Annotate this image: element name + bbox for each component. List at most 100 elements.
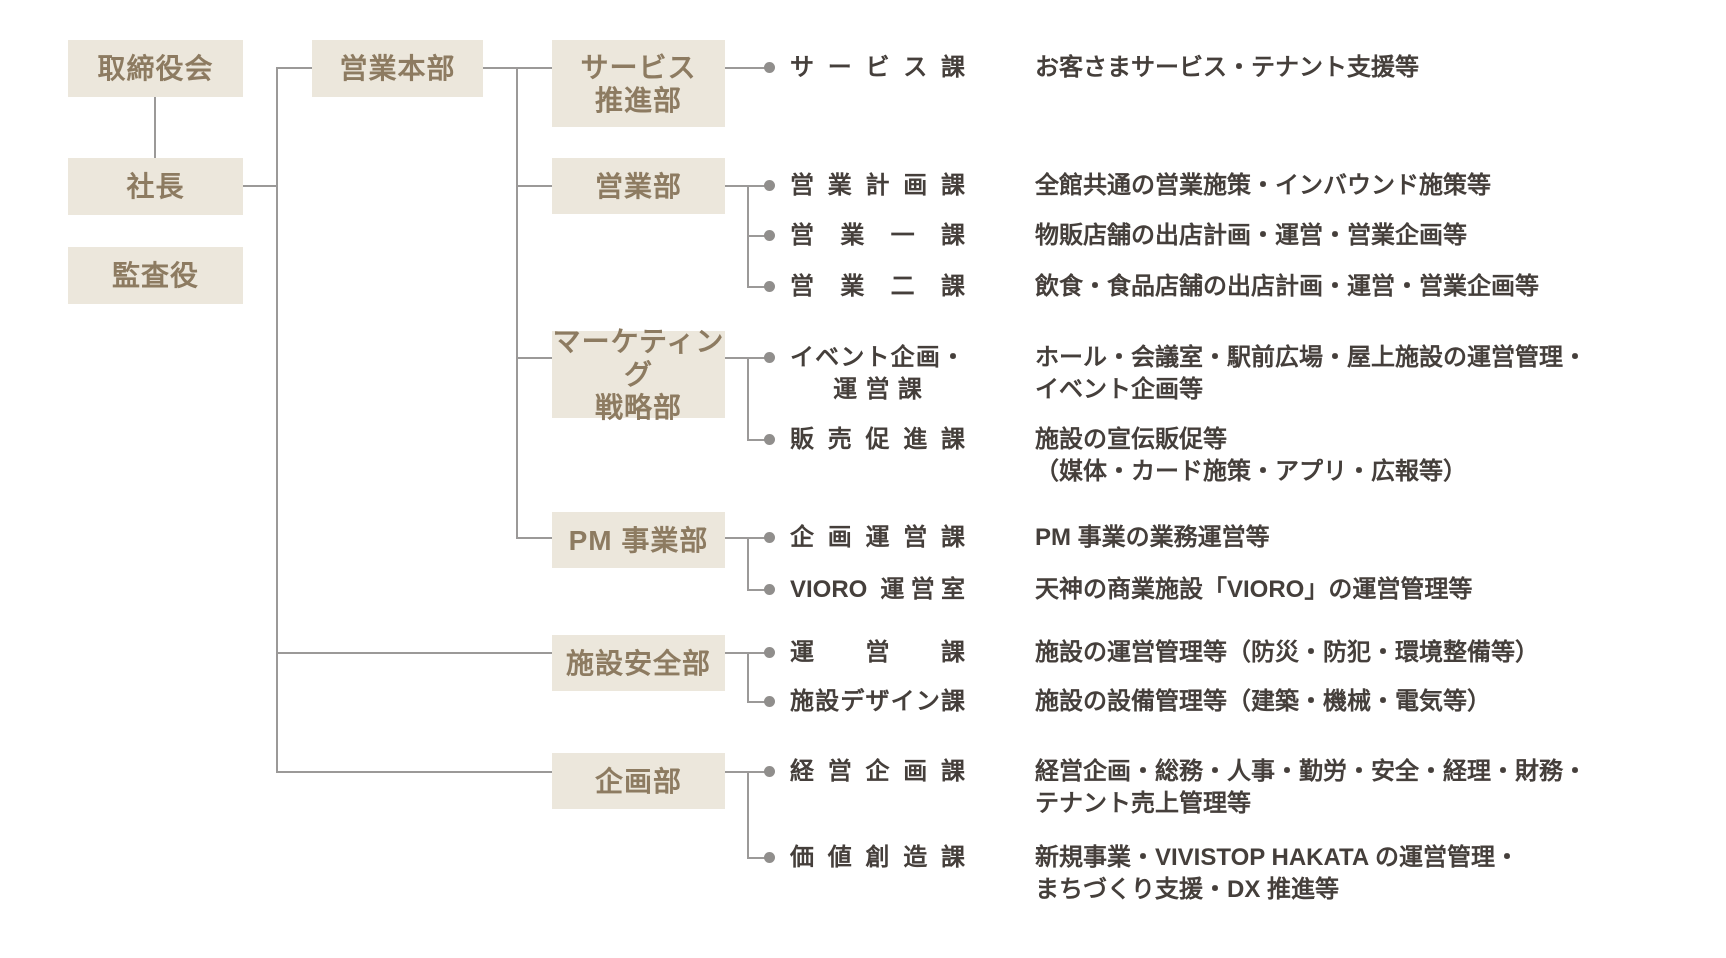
section-desc-line: 飲食・食品店舗の出店計画・運営・営業企画等: [1035, 273, 1539, 300]
section-desc-value-creation: 新規事業・VIVISTOP HAKATA の運営管理・ まちづくり支援・DX 推…: [1035, 842, 1705, 906]
box-auditor-label: 監査役: [111, 260, 199, 291]
junction-dot: [764, 696, 775, 707]
section-desc-line: 経営企画・総務・人事・勤労・安全・経理・財務・: [1035, 758, 1587, 785]
connector-line: [276, 67, 278, 773]
dept-label-line: 推進部: [594, 84, 682, 116]
dept-label-line: マーケティング: [552, 326, 725, 390]
section-name-service: サービス課: [790, 52, 965, 84]
box-dept-service-promotion: サービス 推進部: [552, 40, 725, 127]
junction-dot: [764, 766, 775, 777]
section-desc-line: まちづくり支援・DX 推進等: [1035, 876, 1340, 903]
section-desc-sales-planning: 全館共通の営業施策・インバウンド施策等: [1035, 170, 1705, 202]
section-desc-vioro: 天神の商業施設「VIORO」の運営管理等: [1035, 574, 1705, 606]
box-dept-sales: 営業部: [552, 158, 725, 214]
junction-dot: [764, 434, 775, 445]
connector-line: [243, 185, 277, 187]
section-name-text: 販売促進課: [790, 426, 965, 453]
junction-dot: [764, 852, 775, 863]
box-auditor: 監査役: [68, 247, 243, 304]
junction-dot: [764, 352, 775, 363]
box-president: 社長: [68, 158, 243, 215]
section-name-sales-two: 営業二課: [790, 271, 965, 303]
box-board-label: 取締役会: [97, 53, 214, 84]
section-name-event-planning: イベント企画・ 運営課: [790, 342, 965, 406]
connector-line: [748, 589, 766, 591]
section-name-operation: 運営課: [790, 637, 965, 669]
connector-line: [517, 537, 552, 539]
dept-label-line: 営業部: [594, 170, 682, 202]
connector-line: [725, 67, 766, 69]
section-desc-line: 新規事業・VIVISTOP HAKATA の運営管理・: [1035, 844, 1520, 871]
box-dept-pm-business: PM 事業部: [552, 512, 725, 568]
section-desc-corporate-planning: 経営企画・総務・人事・勤労・安全・経理・財務・ テナント売上管理等: [1035, 756, 1705, 820]
section-name-text: サービス課: [790, 54, 965, 81]
connector-line: [748, 439, 766, 441]
section-desc-line: （媒体・カード施策・アプリ・広報等）: [1035, 458, 1467, 485]
section-desc-line: 施設の宣伝販促等: [1035, 426, 1227, 453]
section-desc-sales-promotion: 施設の宣伝販促等 （媒体・カード施策・アプリ・広報等）: [1035, 424, 1705, 488]
section-desc-event-planning: ホール・会議室・駅前広場・屋上施設の運営管理・ イベント企画等: [1035, 342, 1705, 406]
connector-line: [725, 652, 766, 654]
junction-dot: [764, 532, 775, 543]
section-desc-line: 天神の商業施設「VIORO」の運営管理等: [1035, 576, 1473, 603]
section-desc-facility-design: 施設の設備管理等（建築・機械・電気等）: [1035, 686, 1705, 718]
dept-label-line: サービス: [580, 51, 697, 83]
dept-label-line: 戦略部: [594, 392, 682, 423]
connector-line: [154, 97, 156, 158]
section-desc-service: お客さまサービス・テナント支援等: [1035, 52, 1705, 84]
section-desc-line: テナント売上管理等: [1035, 790, 1251, 817]
dept-label-line: 施設安全部: [565, 647, 711, 679]
section-desc-planning-operation: PM 事業の業務運営等: [1035, 522, 1705, 554]
junction-dot: [764, 584, 775, 595]
section-name-text: 営業計画課: [790, 172, 965, 199]
section-name-text: VIORO 運営室: [790, 576, 965, 603]
section-name-text: 施設デザイン課: [790, 688, 965, 715]
box-sales-hq-label: 営業本部: [339, 53, 456, 84]
section-name-sales-promotion: 販売促進課: [790, 424, 965, 456]
section-desc-line: イベント企画等: [1035, 376, 1203, 403]
section-name-facility-design: 施設デザイン課: [790, 686, 965, 718]
section-desc-line: ホール・会議室・駅前広場・屋上施設の運営管理・: [1035, 344, 1587, 371]
connector-line: [748, 701, 766, 703]
connector-line: [748, 286, 766, 288]
junction-dot: [764, 647, 775, 658]
junction-dot: [764, 180, 775, 191]
section-name-vioro: VIORO 運営室: [790, 574, 965, 606]
box-dept-facility-safety: 施設安全部: [552, 635, 725, 691]
section-desc-line: お客さまサービス・テナント支援等: [1035, 54, 1419, 81]
connector-line: [725, 185, 766, 187]
section-name-planning-operation: 企画運営課: [790, 522, 965, 554]
section-name-text: 企画運営課: [790, 524, 965, 551]
section-name-text: 経営企画課: [790, 758, 965, 785]
section-desc-line: 全館共通の営業施策・インバウンド施策等: [1035, 172, 1491, 199]
section-desc-line: 施設の運営管理等（防災・防犯・環境整備等）: [1035, 639, 1539, 666]
box-president-label: 社長: [126, 171, 185, 202]
box-sales-hq: 営業本部: [312, 40, 483, 97]
section-name-text: 運営課: [790, 639, 965, 666]
junction-dot: [764, 62, 775, 73]
connector-line: [747, 652, 749, 703]
box-board: 取締役会: [68, 40, 243, 97]
dept-label-line: 企画部: [594, 765, 682, 797]
junction-dot: [764, 281, 775, 292]
section-name-value-creation: 価値創造課: [790, 842, 965, 874]
connector-line: [748, 857, 766, 859]
connector-line: [277, 67, 312, 69]
connector-line: [747, 357, 749, 441]
connector-line: [517, 357, 552, 359]
section-desc-line: PM 事業の業務運営等: [1035, 524, 1270, 551]
connector-line: [748, 235, 766, 237]
connector-line: [747, 771, 749, 859]
section-name-text: 運営課: [833, 376, 931, 403]
section-desc-operation: 施設の運営管理等（防災・防犯・環境整備等）: [1035, 637, 1705, 669]
section-name-text: 営業一課: [790, 222, 965, 249]
connector-line: [725, 357, 766, 359]
dept-label-line: PM 事業部: [568, 524, 709, 556]
section-desc-sales-two: 飲食・食品店舗の出店計画・運営・営業企画等: [1035, 271, 1705, 303]
connector-line: [747, 537, 749, 591]
connector-line: [517, 185, 552, 187]
section-name-sales-one: 営業一課: [790, 220, 965, 252]
connector-line: [725, 537, 766, 539]
connector-line: [277, 771, 552, 773]
